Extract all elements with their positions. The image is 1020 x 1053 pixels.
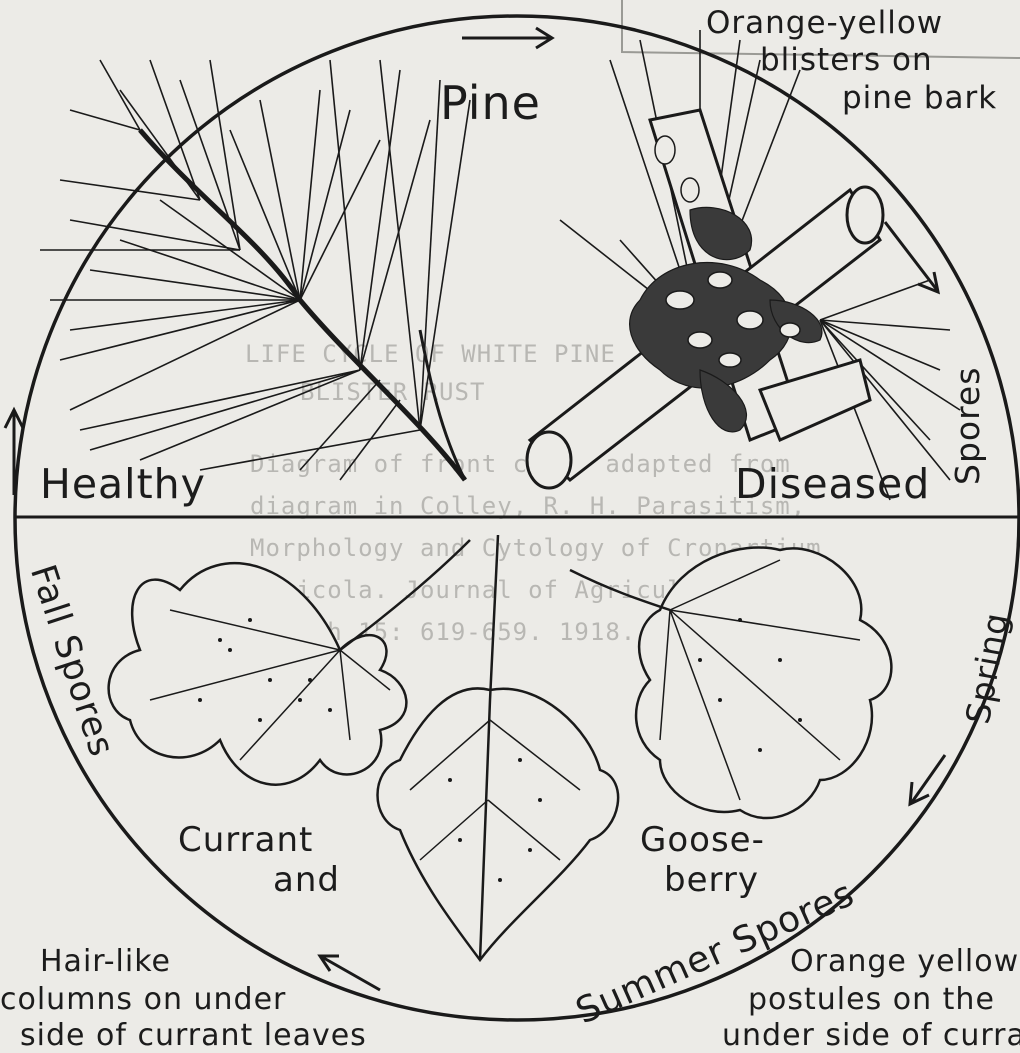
diagram-artwork [0,0,1020,1031]
currant-label: Currant [178,820,313,860]
orange-note-line-3: under side of currant [722,1018,1020,1053]
life-cycle-diagram: LIFE CYCLE OF WHITE PINE BLISTER RUST Di… [0,0,1020,1031]
hair-note-line-1: Hair-like [40,944,171,979]
pine-label: Pine [440,76,541,130]
orange-note-line-2: postules on the [748,982,995,1017]
goose-label: Goose- [640,820,765,860]
healthy-label: Healthy [40,460,206,508]
and-label: and [273,860,340,900]
hair-note-line-2: columns on under [0,982,286,1017]
diseased-label: Diseased [735,460,930,508]
berry-label: berry [664,860,759,900]
healthy-pine-drawing [40,60,470,480]
orange-note-line-1: Orange yellow [790,944,1019,979]
spores-label: Spores [948,367,987,485]
top-note-line-1: Orange-yellow [706,5,943,41]
top-note-line-2: blisters on [760,42,933,78]
top-note-line-3: pine bark [842,80,997,116]
center-leaf [378,535,619,960]
gooseberry-leaf-right [570,548,891,819]
hair-note-line-3: side of currant leaves [20,1018,367,1053]
